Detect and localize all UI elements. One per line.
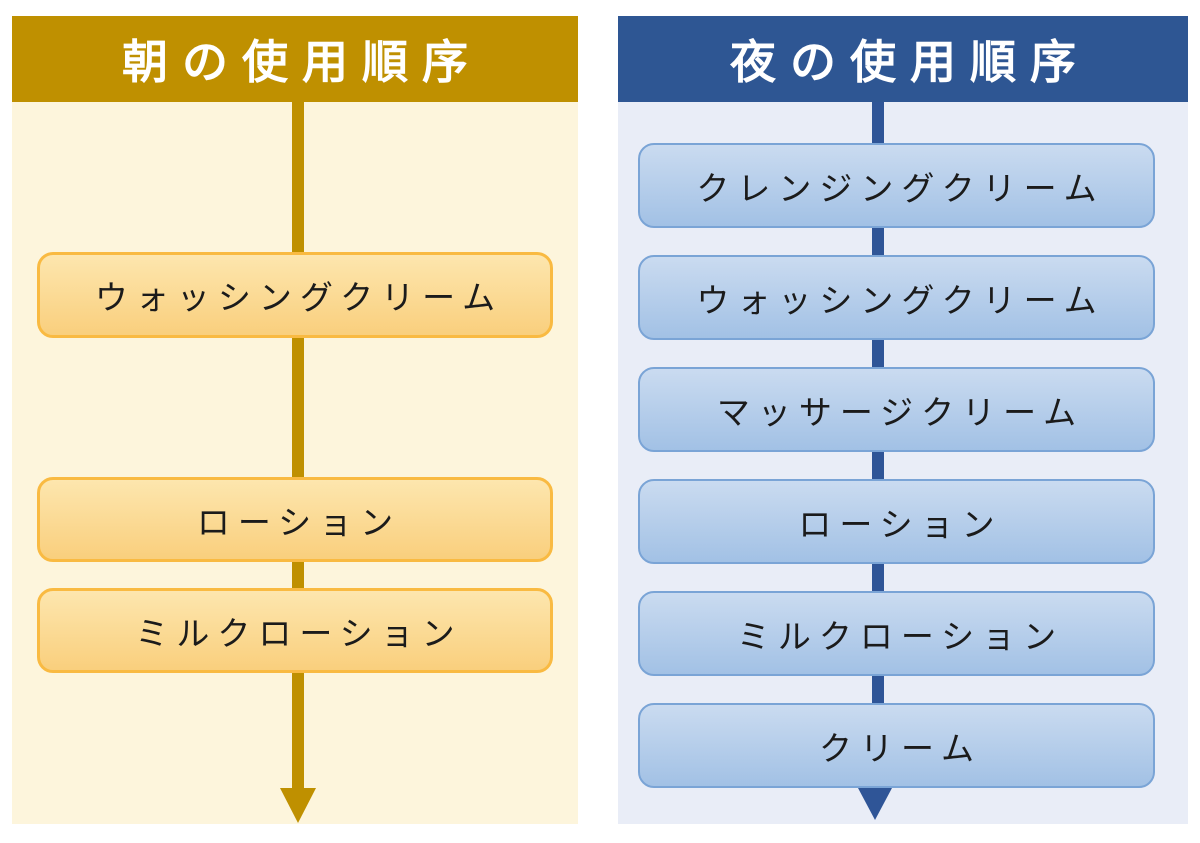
flow-step-evening-6: クリーム xyxy=(638,703,1155,788)
flow-step-label: マッサージクリーム xyxy=(716,392,1085,432)
morning-header: 朝の使用順序 xyxy=(12,16,578,102)
evening-down-arrow-icon xyxy=(858,788,892,820)
flow-step-label: ウォッシングクリーム xyxy=(94,278,504,317)
flow-step-label: ローション xyxy=(798,504,1003,544)
flow-step-morning-1: ウォッシングクリーム xyxy=(37,252,553,338)
flow-step-label: クリーム xyxy=(818,728,982,768)
flow-step-label: ミルクローション xyxy=(736,616,1065,656)
flow-step-label: ミルクローション xyxy=(135,613,463,653)
evening-header: 夜の使用順序 xyxy=(618,16,1188,102)
flow-step-evening-4: ローション xyxy=(638,479,1155,564)
flow-step-label: ローション xyxy=(196,502,402,542)
morning-title: 朝の使用順序 xyxy=(122,35,482,89)
evening-title: 夜の使用順序 xyxy=(730,35,1090,89)
morning-down-arrow-icon xyxy=(280,788,316,823)
flow-step-evening-5: ミルクローション xyxy=(638,591,1155,676)
flow-step-morning-3: ミルクローション xyxy=(37,588,553,673)
flow-step-morning-2: ローション xyxy=(37,477,553,562)
flow-step-evening-1: クレンジングクリーム xyxy=(638,143,1155,228)
evening-panel: 夜の使用順序 クレンジングクリーム ウォッシングクリーム マッサージクリーム ロ… xyxy=(618,16,1188,824)
morning-down-arrow-shaft xyxy=(292,102,304,792)
flow-step-label: ウォッシングクリーム xyxy=(696,280,1105,320)
flow-step-evening-3: マッサージクリーム xyxy=(638,367,1155,452)
morning-panel: 朝の使用順序 ウォッシングクリーム ローション ミルクローション xyxy=(12,16,578,824)
flow-step-label: クレンジングクリーム xyxy=(696,168,1105,208)
flow-step-evening-2: ウォッシングクリーム xyxy=(638,255,1155,340)
